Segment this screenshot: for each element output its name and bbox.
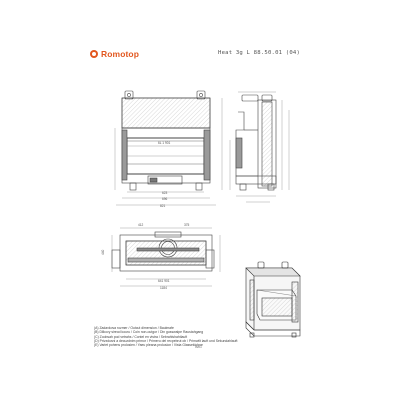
legend-line: (E) Variet pohens prolosien / Yaeu plean…	[94, 343, 203, 348]
brand-logo: Romotop	[90, 49, 139, 59]
isometric-view	[245, 261, 301, 338]
romotop-logo-icon	[90, 50, 98, 58]
front-width-a-label: 623	[162, 191, 168, 195]
model-code: Heat 3g L 88.50.01 (04)	[218, 50, 301, 56]
front-total-width-label: 821	[160, 204, 166, 208]
front-view	[114, 90, 231, 206]
plan-top-a-label: 412	[138, 223, 144, 227]
front-inner-width-label: 6L 1 901	[158, 141, 171, 145]
legend-block: (A) Zadavkova rozmer / Outcut dimension …	[94, 326, 237, 347]
legend-line: (B) Dilkovy sireod kouru / Coin non-outg…	[94, 330, 204, 335]
legend-line: (D) Privzdusni a decuzdnim primor / Prim…	[94, 338, 238, 343]
plan-total-label: 1184	[160, 286, 167, 290]
brand-name: Romotop	[101, 49, 139, 59]
plan-depth-label: 440	[101, 249, 105, 255]
front-width-b-label: 696	[162, 197, 168, 201]
legend-line: (A) Zadavkova rozmer / Outcut dimension …	[94, 326, 174, 330]
side-view	[235, 91, 290, 203]
legend-line: (C) Zoobsah pod vetrahs / Contel en vist…	[94, 334, 188, 339]
plan-view	[111, 227, 221, 287]
plan-top-b-label: 375	[184, 223, 190, 227]
plan-inner-label: 641 901	[158, 279, 170, 283]
page-number: IMG	[195, 345, 202, 349]
